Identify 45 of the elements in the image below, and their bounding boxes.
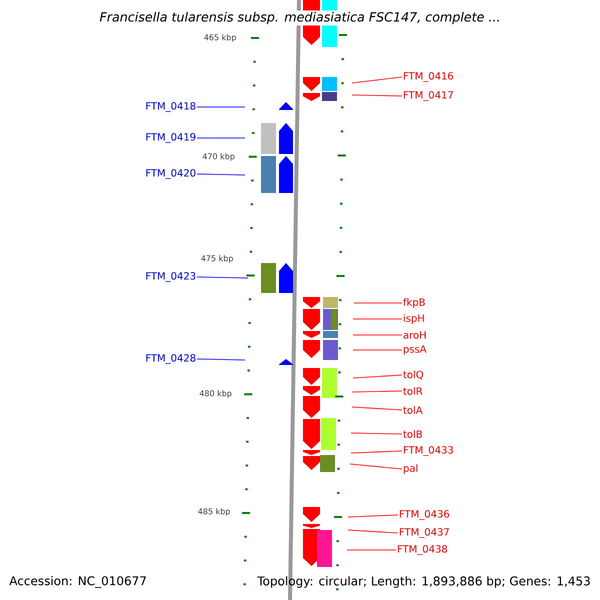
- leader-line: [352, 334, 402, 336]
- leader-line: [196, 106, 246, 108]
- gene-label: tolQ: [403, 370, 424, 380]
- scale-label: 480 kbp: [198, 388, 234, 400]
- scale-label: 470 kbp: [200, 152, 236, 162]
- leader-line: [196, 358, 246, 360]
- gene-label: FTM_0438: [398, 545, 447, 555]
- gene-label: pal: [404, 464, 418, 474]
- gene-label: FTM_0416: [404, 72, 454, 82]
- gene-label: aroH: [404, 331, 426, 339]
- leader-line: [350, 450, 402, 454]
- leader-line: [348, 530, 398, 534]
- leader-line: [348, 514, 398, 518]
- scale-label: 475 kbp: [199, 254, 235, 264]
- leader-line: [352, 94, 402, 96]
- gene-label: FTM_0428: [146, 354, 196, 364]
- gene-label: FTM_0436: [400, 510, 450, 520]
- leader-line: [350, 464, 402, 470]
- leader-line: [350, 432, 402, 434]
- leader-line: [354, 302, 402, 304]
- leader-line: [352, 406, 402, 410]
- scale-label: 485 kbp: [196, 506, 232, 518]
- gene-label: fkpB: [403, 298, 425, 308]
- footer-text: Topology: circular; Length: 1,893,886 bp; Genes: 1,453: [257, 576, 590, 588]
- gene-label: pssA: [404, 345, 426, 355]
- leader-line: [352, 76, 402, 84]
- gene-label: FTM_0423: [146, 272, 196, 282]
- gene-label: FTM_0418: [146, 102, 196, 112]
- title: Francisella tularensis subsp. mediasiatica FSC147, complete ...: [98, 10, 502, 26]
- leader-line: [196, 276, 248, 278]
- gene-label: tolA: [403, 406, 422, 414]
- gene-label: FTM_0420: [146, 169, 196, 179]
- gene-label: FTM_0417: [404, 91, 453, 101]
- gene-label: ispH: [404, 314, 424, 324]
- leader-line: [196, 174, 246, 176]
- gene-label: FTM_0419: [146, 133, 196, 143]
- footer-text: Accession: NC_010677: [9, 576, 146, 588]
- gene-label: tolB: [403, 430, 422, 438]
- leader-line: [352, 390, 402, 392]
- scale-label: 465 kbp: [202, 32, 238, 44]
- leader-line: [352, 318, 402, 320]
- gene-label: tolR: [403, 387, 422, 395]
- gene-label: FTM_0433: [404, 446, 453, 456]
- leader-line: [352, 374, 402, 378]
- gene-label: FTM_0437: [400, 528, 449, 538]
